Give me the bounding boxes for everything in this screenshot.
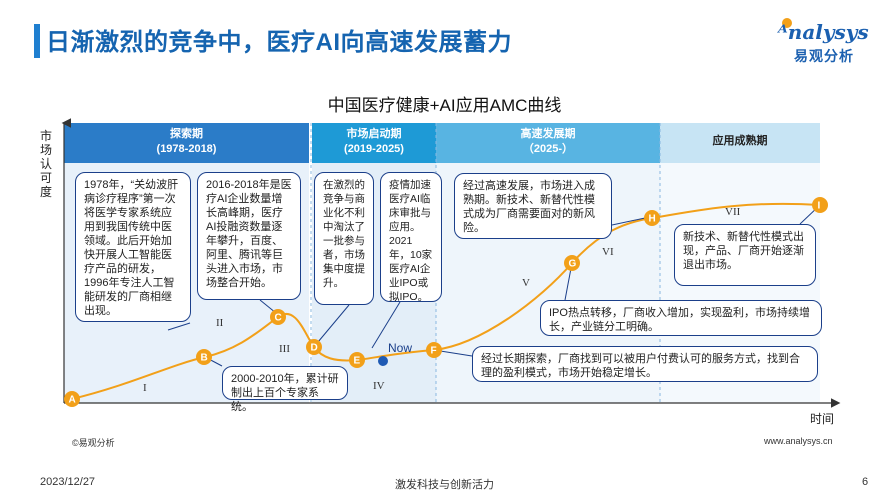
node-label: B <box>201 353 208 364</box>
node-label: A <box>69 395 76 406</box>
phase-name: 应用成熟期 <box>712 135 768 147</box>
stage-label: IV <box>373 380 385 392</box>
node-d: D <box>306 339 322 355</box>
diagram-title: 中国医疗健康+AI应用AMC曲线 <box>327 96 562 115</box>
callout-ipo-shift: IPO热点转移，厂商收入增加，实现盈利，市场持续增长，产业链分工明确。 <box>540 300 822 336</box>
logo-chinese: 易观分析 <box>794 48 854 64</box>
node-label: E <box>354 356 361 367</box>
stage-label: III <box>279 343 290 355</box>
footer-date: 2023/12/27 <box>40 476 96 488</box>
callout-connector <box>611 217 646 226</box>
callout-pandemic-ipo: 疫情加速医疗AI临床审批与应用。2021年，10家医疗AI企业IPO或拟IPO。 <box>380 172 442 303</box>
callout-maturity-risk: 经过高速发展，市场进入成熟期。新技术、新替代性模式成为厂商需要面对的新风险。 <box>454 173 612 239</box>
callout-connector <box>167 322 191 331</box>
stage-label: I <box>143 382 147 394</box>
stage-label: VI <box>602 246 614 258</box>
phase-name: 探索期 <box>170 128 203 140</box>
stage-label: II <box>216 317 224 329</box>
callout-market-exit: 新技术、新替代性模式出现，产品、厂商开始逐渐退出市场。 <box>674 224 816 286</box>
source-note: ©易观分析 <box>72 438 115 448</box>
logo-dot-icon <box>782 18 792 28</box>
phase-name: 市场启动期 <box>346 128 402 140</box>
stage-label: V <box>522 277 530 289</box>
phase-years: （2025-） <box>522 143 574 155</box>
x-axis-label: 时间 <box>810 412 835 426</box>
node-label: G <box>569 259 577 270</box>
page-number: 6 <box>862 476 869 488</box>
analysys-logo: ᴬnalysys 易观分析 <box>778 18 874 64</box>
callout-exploration-peak: 2016-2018年是医疗AI企业数量增长高峰期，医疗AI投融资数量逐年攀升，百… <box>197 172 301 300</box>
node-b: B <box>196 349 212 365</box>
callout-business-model: 经过长期探索，厂商找到可以被用户付费认可的服务方式，找到合理的盈利模式，市场开始… <box>472 346 818 382</box>
node-i: I <box>812 197 828 213</box>
page-title: 日渐激烈的竞争中，医疗AI向高速发展蓄力 <box>46 29 512 56</box>
logo-english: ᴬnalysys <box>778 20 869 44</box>
node-a: A <box>64 391 80 407</box>
phase-years: (1978-2018) <box>156 143 217 155</box>
website-link[interactable]: www.analysys.cn <box>764 436 833 446</box>
node-label: D <box>311 343 318 354</box>
callout-connector <box>371 301 401 349</box>
callout-consolidation: 在激烈的竞争与商业化不利中淘汰了一批参与者，市场集中度提升。 <box>314 172 374 305</box>
node-h: H <box>644 210 660 226</box>
phase-header-growth: 高速发展期 （2025-） <box>436 123 660 163</box>
phase-header-mature: 应用成熟期 <box>660 123 820 163</box>
callout-exploration-history: 1978年，“关幼波肝病诊疗程序”第一次将医学专家系统应用到我国传统中医领域。此… <box>75 172 191 322</box>
node-label: F <box>431 346 437 357</box>
node-label: C <box>275 313 282 324</box>
now-label: Now <box>388 341 413 355</box>
now-marker-icon <box>378 356 388 366</box>
node-label: I <box>818 201 821 212</box>
phase-name: 高速发展期 <box>520 128 576 140</box>
node-label: H <box>649 214 656 225</box>
footer-slogan: 激发科技与创新活力 <box>395 479 494 491</box>
phase-header-launch: 市场启动期 (2019-2025) <box>312 123 436 163</box>
callout-connector <box>317 304 350 343</box>
node-c: C <box>270 309 286 325</box>
y-axis-label: 市场认可度 <box>40 129 53 199</box>
node-g: G <box>564 255 580 271</box>
node-f: F <box>426 342 442 358</box>
stage-label: VII <box>725 206 741 218</box>
callout-expert-systems: 2000-2010年，累计研制出上百个专家系统。 <box>222 366 348 413</box>
node-e: E <box>349 352 365 368</box>
phase-years: (2019-2025) <box>344 143 404 155</box>
title-accent-bar <box>34 24 40 58</box>
phase-header-exploration: 探索期 (1978-2018) <box>64 123 309 163</box>
